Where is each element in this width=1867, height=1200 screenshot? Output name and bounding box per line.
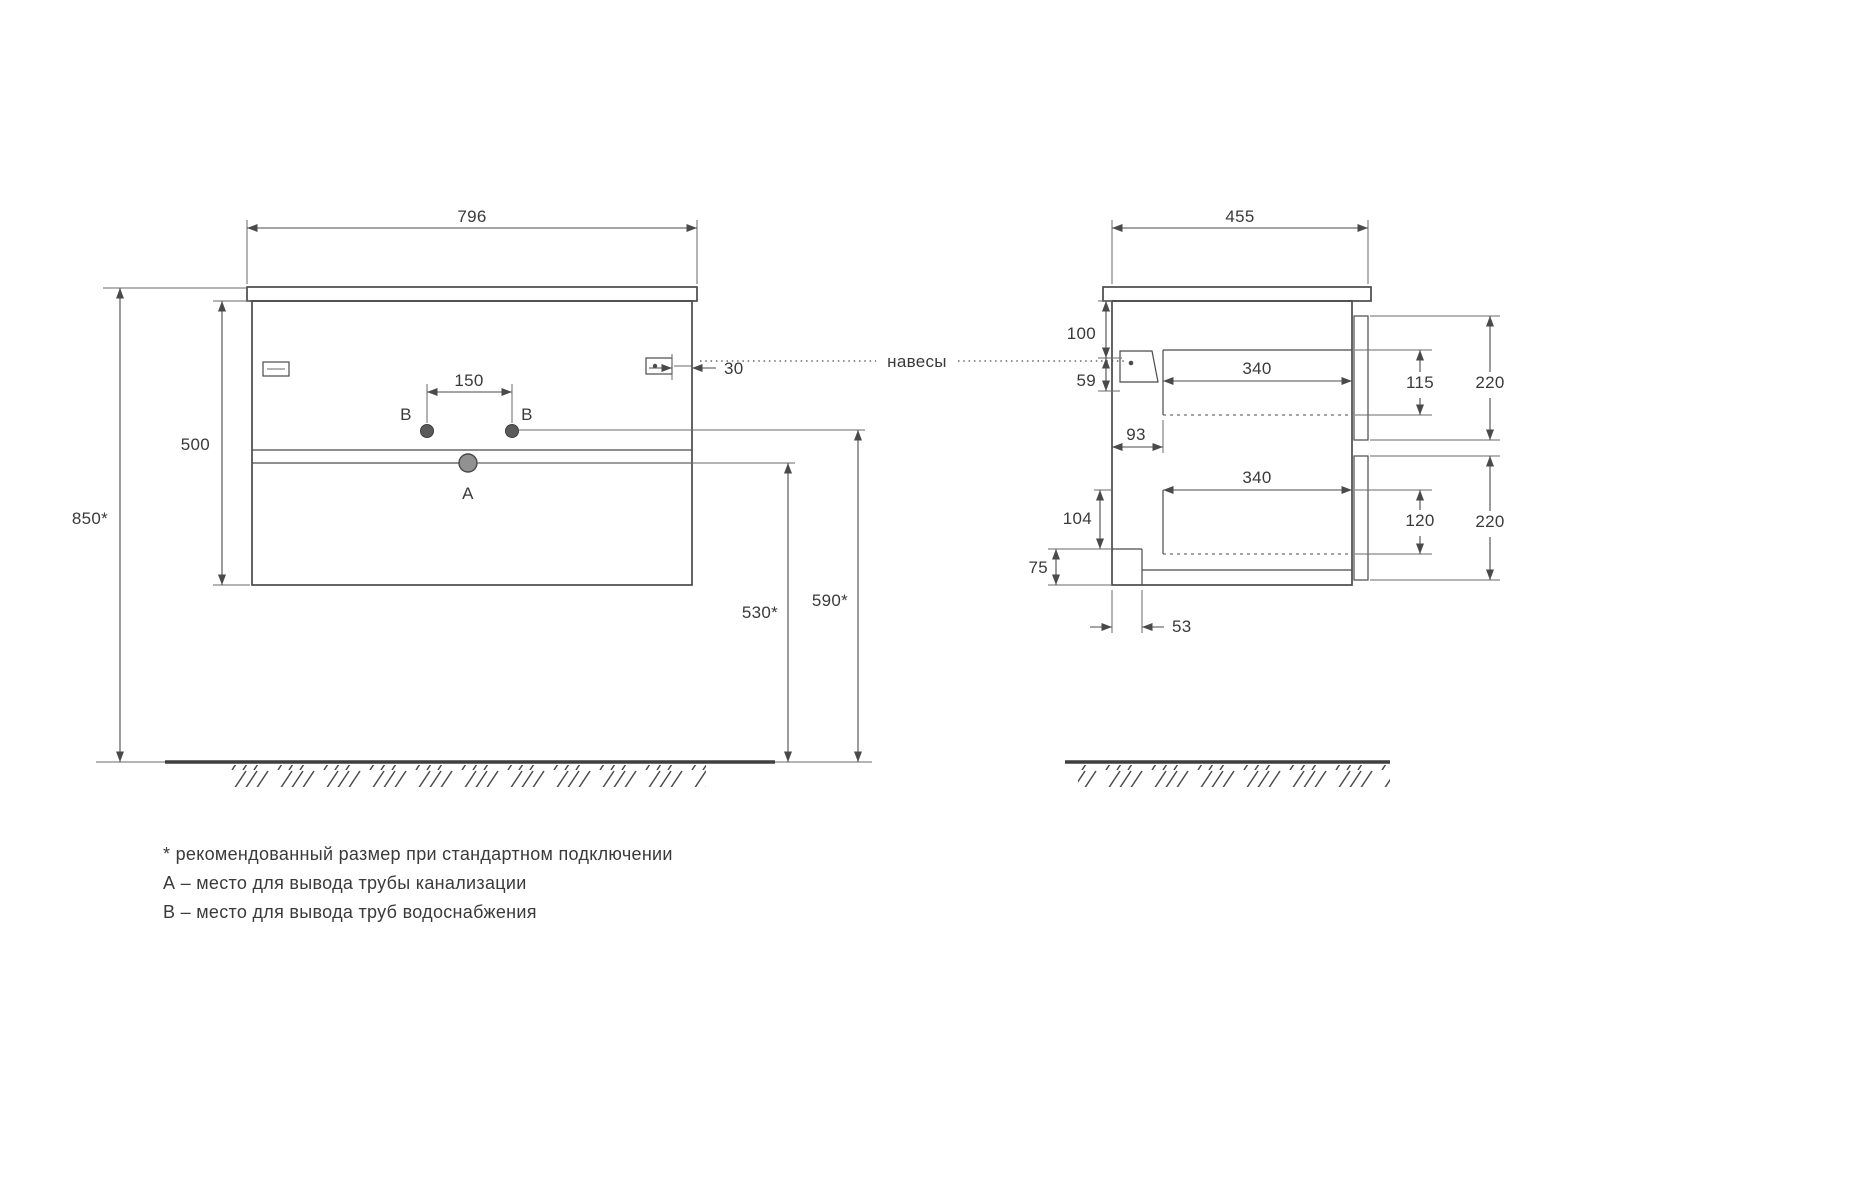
note-drain-outlet: А – место для вывода трубы канализации <box>163 873 527 893</box>
dim-outlet-spacing: 150 <box>426 371 513 423</box>
dim-top-offset: 100 <box>1067 300 1122 359</box>
floor <box>165 760 1390 787</box>
legend-notes: * рекомендованный размер при стандартном… <box>163 844 673 922</box>
hangers-callout: навесы <box>700 352 1126 371</box>
plumbing-recess <box>1112 548 1352 585</box>
dim-drawer2-side-height-label: 120 <box>1405 511 1434 530</box>
dim-water-height-label: 590* <box>812 591 848 610</box>
dim-drawer1-depth: 340 <box>1163 359 1352 385</box>
dim-bracket-height-label: 59 <box>1076 371 1096 390</box>
dim-drawer1-front-height: 220 <box>1370 315 1504 441</box>
dim-recess-height-label: 75 <box>1028 558 1048 577</box>
front-view: В В А 796 500 850* 150 <box>72 207 872 763</box>
dim-top-offset-label: 100 <box>1067 324 1096 343</box>
dim-drawer1-depth-label: 340 <box>1242 359 1271 378</box>
dim-recess-height: 75 <box>1028 548 1112 586</box>
dim-drain-height-label: 530* <box>742 603 778 622</box>
dim-drawer2-side-height: 120 <box>1355 489 1434 555</box>
dim-recess-depth: 53 <box>1090 590 1192 636</box>
dim-front-height: 500 <box>181 300 250 586</box>
mounting-bracket-left <box>262 361 290 377</box>
dim-mount-height: 850* <box>72 287 247 763</box>
dim-drawer1-side-height-label: 115 <box>1406 373 1434 392</box>
dim-recess-top-offset-label: 104 <box>1063 509 1092 528</box>
hanger-bracket-side <box>1119 350 1159 383</box>
hangers-label: навесы <box>887 352 947 371</box>
dim-depth: 455 <box>1111 207 1369 284</box>
floor-hatch-left <box>228 765 706 787</box>
dim-drawer1-front-height-label: 220 <box>1475 373 1504 392</box>
countertop-front <box>246 286 698 302</box>
dim-recess-depth-label: 53 <box>1172 617 1192 636</box>
dim-front-height-label: 500 <box>181 435 210 454</box>
dim-bracket-depth-label: 93 <box>1126 425 1146 444</box>
drawer-box-bottom <box>1162 490 1352 555</box>
side-view: 455 100 59 93 340 11 <box>1028 207 1504 636</box>
dim-bracket-depth: 93 <box>1112 420 1164 453</box>
dim-front-width: 796 <box>246 207 698 284</box>
dim-drawer2-depth-label: 340 <box>1242 468 1271 487</box>
floor-hatch-right <box>1078 765 1390 787</box>
drawer-front-bottom <box>1353 455 1369 581</box>
label-water-right: В <box>521 405 533 424</box>
note-recommended-size: * рекомендованный размер при стандартном… <box>163 844 673 864</box>
note-water-outlet: В – место для вывода труб водоснабжения <box>163 902 537 922</box>
dim-drain-height: 530* <box>477 462 872 763</box>
dim-bracket-offset: 30 <box>649 354 744 380</box>
dim-drawer1-side-height: 115 <box>1355 349 1434 416</box>
dim-front-width-label: 796 <box>457 207 486 226</box>
dim-depth-label: 455 <box>1225 207 1254 226</box>
countertop-side <box>1102 286 1372 302</box>
dim-mount-height-label: 850* <box>72 509 108 528</box>
dim-drawer2-depth: 340 <box>1163 468 1352 494</box>
label-water-left: В <box>400 405 412 424</box>
dim-recess-top-offset: 104 <box>1063 489 1112 549</box>
dim-bracket-height: 59 <box>1076 358 1120 392</box>
dim-drawer2-front-height-label: 220 <box>1475 512 1504 531</box>
drain-outlet <box>458 453 478 473</box>
dim-bracket-offset-label: 30 <box>724 359 744 378</box>
dim-water-height: 590* <box>519 429 865 762</box>
water-outlet-right <box>505 424 519 438</box>
dim-outlet-spacing-label: 150 <box>454 371 483 390</box>
cabinet-body-front <box>251 300 693 586</box>
water-outlet-left <box>420 424 434 438</box>
label-drain: А <box>462 484 474 503</box>
drawer-front-top <box>1353 315 1369 441</box>
dim-drawer2-front-height: 220 <box>1370 455 1504 581</box>
cabinet-body-side <box>1111 300 1353 586</box>
mounting-bracket-right <box>645 357 692 375</box>
